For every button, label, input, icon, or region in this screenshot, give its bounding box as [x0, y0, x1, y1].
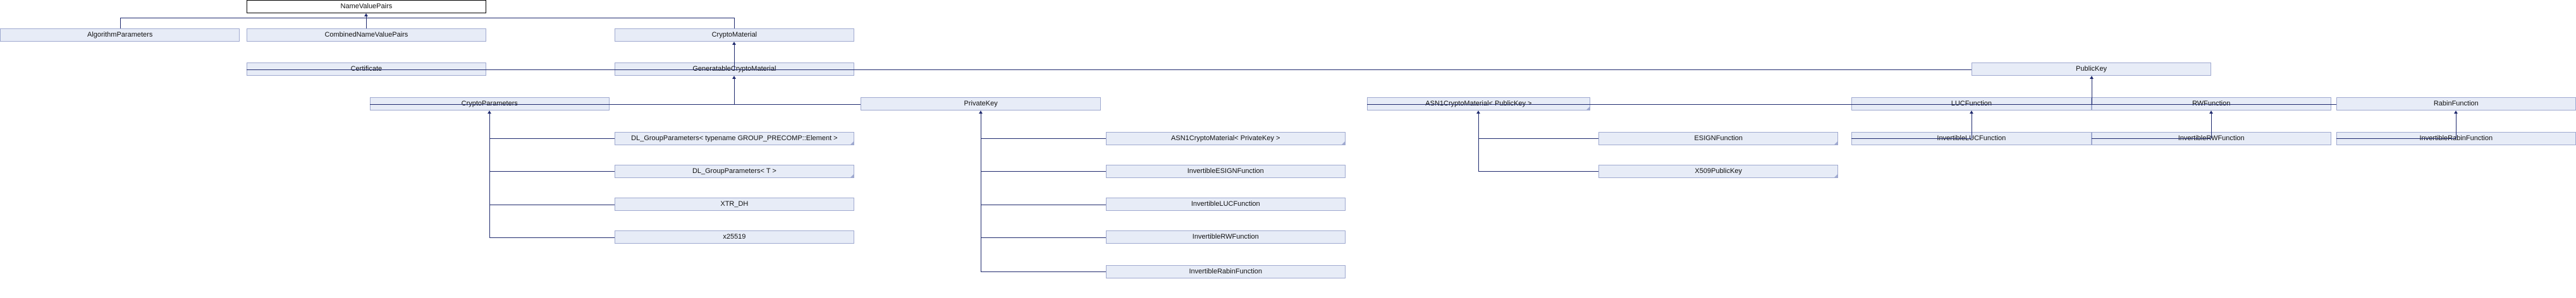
inheritance-arrowhead-icon: [2209, 110, 2214, 114]
edge-segment-horizontal: [2091, 104, 2336, 105]
class-node-label: X509PublicKey: [1695, 167, 1743, 175]
class-node-label: CryptoMaterial: [711, 30, 757, 39]
edge-segment-horizontal: [981, 271, 1106, 273]
edge-segment-vertical: [734, 44, 735, 69]
edge-segment-vertical: [366, 18, 367, 28]
edge-segment-vertical: [120, 18, 121, 28]
edge-segment-horizontal: [1366, 104, 2092, 105]
class-node-cryptomaterial[interactable]: CryptoMaterial: [614, 28, 855, 42]
class-node-label: InvertibleLUCFunction: [1191, 200, 1260, 208]
edge-segment-vertical: [2211, 114, 2212, 139]
edge-segment-horizontal: [734, 69, 1972, 70]
class-node-dl-groupparameters-typename-group-precomp-element[interactable]: DL_GroupParameters< typename GROUP_PRECO…: [614, 131, 855, 145]
edge-segment-horizontal: [1851, 104, 2092, 105]
edge-segment-horizontal: [2336, 138, 2456, 140]
class-node-label: x25519: [723, 233, 746, 241]
edge-segment-horizontal: [981, 237, 1106, 238]
class-node-label: XTR_DH: [720, 200, 749, 208]
edge-segment-horizontal: [614, 69, 735, 70]
inheritance-arrowhead-icon: [1476, 110, 1481, 114]
class-node-invertibleesignfunction[interactable]: InvertibleESIGNFunction: [1105, 164, 1346, 178]
edge-segment-horizontal: [1478, 138, 1599, 140]
class-node-label: DL_GroupParameters< T >: [692, 167, 776, 175]
edge-segment-horizontal: [981, 138, 1106, 140]
edge-segment-vertical: [489, 114, 491, 237]
class-node-label: PrivateKey: [964, 100, 998, 108]
class-node-algorithmparameters[interactable]: AlgorithmParameters: [0, 28, 240, 42]
class-node-label: NameValuePairs: [340, 3, 393, 10]
inheritance-arrowhead-icon: [488, 110, 492, 114]
class-node-xtr-dh[interactable]: XTR_DH: [614, 198, 855, 211]
inheritance-arrowhead-icon: [364, 13, 369, 16]
class-node-combinednamevaluepairs[interactable]: CombinedNameValuePairs: [246, 28, 487, 42]
class-node-label: ASN1CryptoMaterial< PrivateKey >: [1171, 134, 1280, 142]
class-node-dl-groupparameters-t[interactable]: DL_GroupParameters< T >: [614, 164, 855, 178]
inheritance-arrowhead-icon: [732, 76, 737, 80]
class-node-privatekey[interactable]: PrivateKey: [861, 97, 1101, 111]
class-node-x25519[interactable]: x25519: [614, 230, 855, 244]
class-node-label: RabinFunction: [2433, 100, 2479, 108]
edge-segment-horizontal: [734, 104, 861, 105]
class-node-invertiblelucfunction[interactable]: InvertibleLUCFunction: [1105, 198, 1346, 211]
inheritance-arrowhead-icon: [2089, 76, 2094, 80]
class-node-label: CombinedNameValuePairs: [324, 30, 408, 39]
edge-segment-vertical: [366, 16, 367, 18]
edge-segment-horizontal: [489, 237, 615, 238]
class-node-rabinfunction[interactable]: RabinFunction: [2336, 97, 2576, 111]
edge-segment-horizontal: [246, 69, 735, 70]
edge-segment-horizontal: [489, 138, 615, 140]
class-node-esignfunction[interactable]: ESIGNFunction: [1598, 131, 1839, 145]
class-node-label: InvertibleESIGNFunction: [1187, 167, 1264, 175]
edge-segment-horizontal: [1851, 138, 1972, 140]
edge-segment-horizontal: [489, 171, 615, 172]
edge-segment-horizontal: [2091, 138, 2212, 140]
inheritance-arrowhead-icon: [979, 110, 983, 114]
class-node-label: InvertibleRWFunction: [1192, 233, 1259, 241]
class-node-namevaluepairs[interactable]: NameValuePairs: [246, 0, 487, 13]
edge-segment-vertical: [1478, 114, 1480, 172]
class-node-label: PublicKey: [2076, 65, 2107, 73]
class-node-label: DL_GroupParameters< typename GROUP_PRECO…: [631, 134, 838, 142]
class-node-label: AlgorithmParameters: [87, 30, 153, 39]
class-node-x509publickey[interactable]: X509PublicKey: [1598, 164, 1839, 178]
edge-segment-vertical: [734, 79, 735, 104]
inheritance-arrowhead-icon: [732, 41, 737, 45]
class-node-invertiblerwfunction[interactable]: InvertibleRWFunction: [1105, 230, 1346, 244]
inheritance-arrowhead-icon: [1969, 110, 1973, 114]
class-node-label: InvertibleRabinFunction: [1189, 267, 1263, 275]
edge-segment-horizontal: [369, 104, 735, 105]
inheritance-arrowhead-icon: [2454, 110, 2458, 114]
class-node-invertiblerabinfunction[interactable]: InvertibleRabinFunction: [1105, 265, 1346, 278]
edge-segment-horizontal: [981, 171, 1106, 172]
edge-segment-vertical: [734, 18, 735, 28]
class-node-publickey[interactable]: PublicKey: [1971, 63, 2212, 76]
class-node-label: ESIGNFunction: [1694, 134, 1743, 142]
edge-segment-horizontal: [1478, 171, 1599, 172]
class-node-asn1cryptomaterial-privatekey[interactable]: ASN1CryptoMaterial< PrivateKey >: [1105, 131, 1346, 145]
